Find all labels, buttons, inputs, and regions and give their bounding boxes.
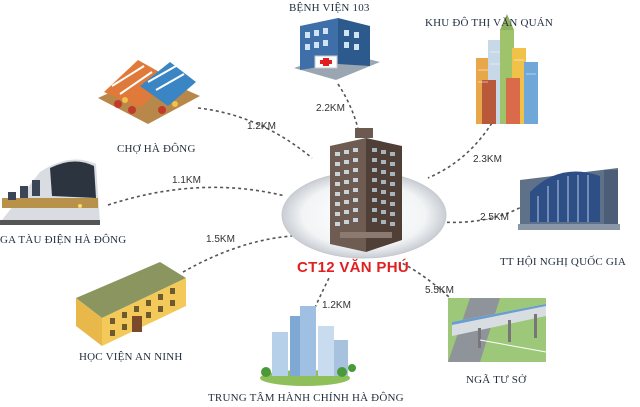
distance-nga-tu-so: 5.5KM <box>425 285 454 296</box>
connector-tt-hoi-nghi <box>439 204 526 224</box>
distance-cho-ha-dong: 1.2KM <box>247 121 276 132</box>
label-hoc-vien-an-ninh: HỌC VIỆN AN NINH <box>79 351 183 363</box>
connector-nga-tu-so <box>399 261 471 319</box>
label-khu-do-thi-van-quan: KHU ĐÔ THỊ VĂN QUÁN <box>425 17 554 29</box>
label-benh-vien-103: BỆNH VIỆN 103 <box>289 2 370 14</box>
connector-benh-vien <box>337 83 361 139</box>
label-cho-ha-dong: CHỢ HÀ ĐÔNG <box>117 143 196 155</box>
distance-benh-vien-103: 2.2KM <box>316 103 345 114</box>
distance-khu-do-thi-van-quan: 2.3KM <box>473 154 502 165</box>
label-tt-hoi-nghi: TT HỘI NGHỊ QUỐC GIA <box>500 256 627 268</box>
connector-trung-tam <box>304 275 331 331</box>
label-ga-tau-dien: GA TÀU ĐIỆN HÀ ĐÔNG <box>0 234 127 246</box>
distance-hoc-vien-an-ninh: 1.5KM <box>206 234 235 245</box>
connector-ga-tau <box>107 186 286 206</box>
distance-ga-tau-dien: 1.1KM <box>172 175 201 186</box>
connector-cho <box>197 107 313 159</box>
center-project-name: CT12 VĂN PHÚ <box>297 259 409 276</box>
label-nga-tu-so: NGÃ TƯ SỞ <box>466 374 527 386</box>
distance-trung-tam-hanh-chinh: 1.2KM <box>322 300 351 311</box>
distance-tt-hoi-nghi: 2.5KM <box>480 212 509 223</box>
connector-hoc-vien <box>182 235 293 273</box>
label-trung-tam-hanh-chinh: TRUNG TÂM HÀNH CHÍNH HÀ ĐÔNG <box>208 392 404 404</box>
